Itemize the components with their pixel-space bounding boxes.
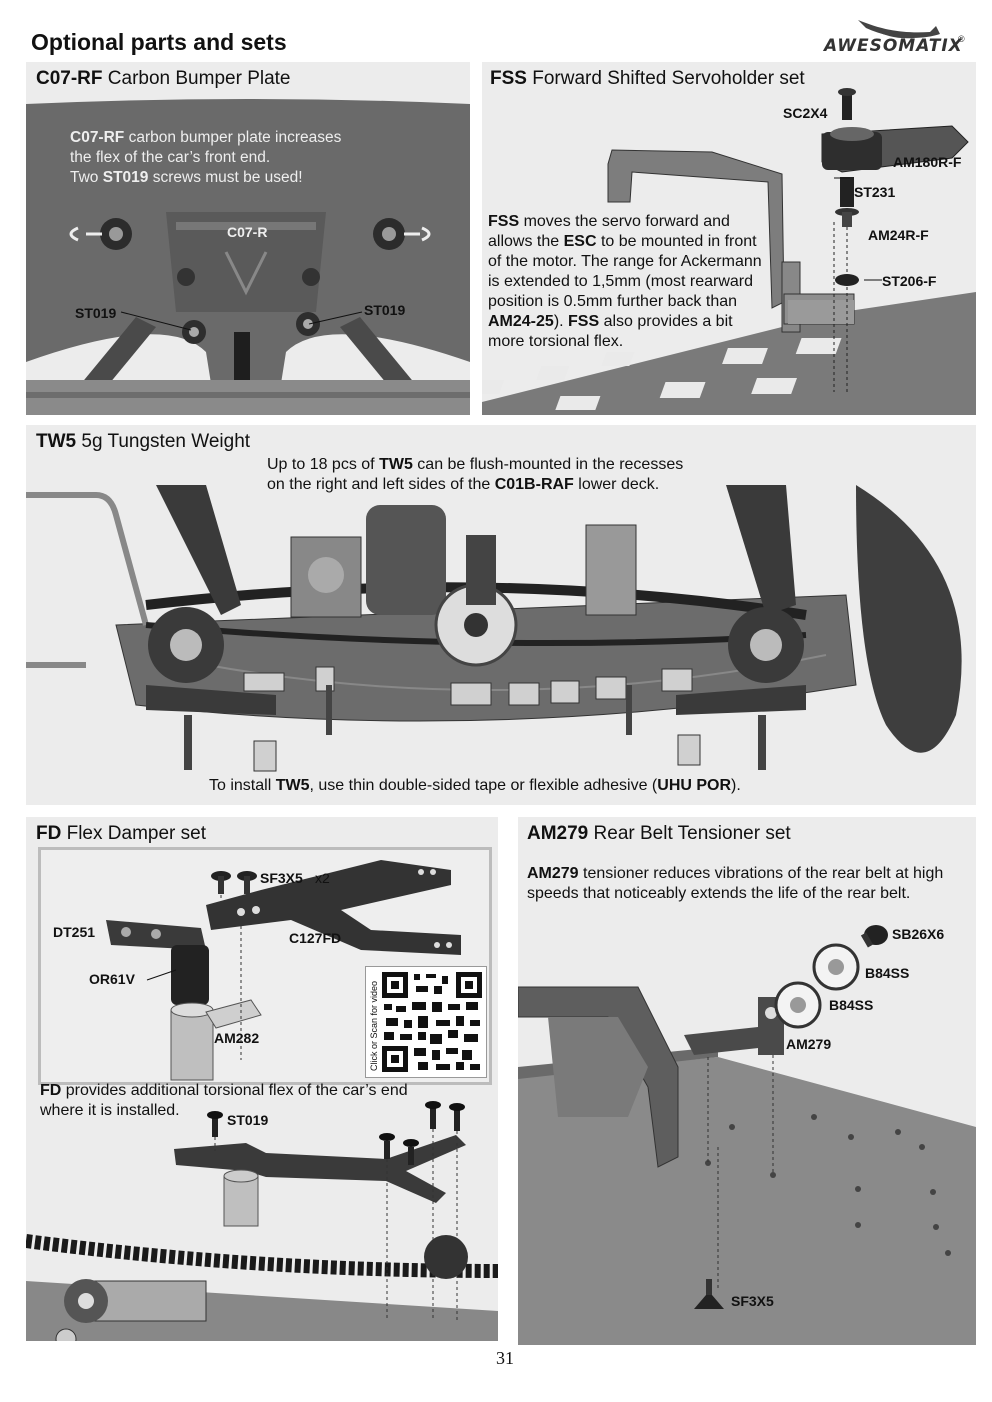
- part-label-b84ss-1: B84SS: [865, 965, 910, 981]
- bird-logo-icon: [858, 20, 940, 39]
- part-label-sc2x4: SC2X4: [783, 105, 828, 121]
- part-label-b84ss-2: B84SS: [829, 997, 874, 1013]
- panel-title: TW5 5g Tungsten Weight: [36, 431, 251, 452]
- page-title: Optional parts and sets: [31, 29, 287, 55]
- part-label-st231: ST231: [854, 184, 896, 200]
- part-label-c127fd: C127FD: [289, 930, 342, 946]
- part-label-am279: AM279: [786, 1036, 832, 1052]
- part-label-st019-right: ST019: [364, 302, 406, 318]
- panel-fss: FSS Forward Shifted Servoholder set: [482, 62, 976, 415]
- fss-description: FSS moves the servo forward and allows t…: [488, 213, 762, 350]
- qr-code-icon: [382, 972, 482, 1072]
- panel-title: FD Flex Damper set: [36, 823, 206, 844]
- fd-installed-illustration: [26, 1101, 498, 1341]
- part-label-am180r-f: AM180R-F: [893, 154, 962, 170]
- panel-title: FSS Forward Shifted Servoholder set: [490, 68, 805, 89]
- page-number: 31: [496, 1348, 514, 1368]
- part-label-am24r-f: AM24R-F: [868, 227, 929, 243]
- part-label-st019-left: ST019: [75, 305, 117, 321]
- fd-exploded-view: SF3X5 x2 DT251 C127FD OR61V AM282 Click …: [38, 847, 492, 1085]
- brand-registered-mark: ®: [958, 34, 965, 44]
- video-qr-code[interactable]: Click or Scan for video: [365, 966, 487, 1078]
- chassis-illustration: [26, 485, 962, 772]
- panel-c07rf: C07-RF Carbon Bumper Plate C07-RF carbon…: [26, 62, 470, 415]
- part-label-st019: ST019: [227, 1112, 269, 1128]
- bumper-plate-illustration: [26, 99, 470, 415]
- part-label-st206-f: ST206-F: [882, 273, 937, 289]
- part-label-sf3x5: SF3X5: [260, 870, 303, 886]
- panel-title: AM279 Rear Belt Tensioner set: [527, 823, 791, 844]
- part-label-am282: AM282: [214, 1030, 260, 1046]
- part-label-c07r: C07-R: [227, 224, 268, 240]
- belt-tensioner-illustration: [518, 925, 976, 1345]
- c07rf-description: C07-RF carbon bumper plate increases the…: [70, 129, 342, 186]
- part-label-or61v: OR61V: [89, 971, 135, 987]
- panel-am279: AM279 Rear Belt Tensioner set AM279 tens…: [518, 817, 976, 1345]
- am279-description: AM279 tensioner reduces vibrations of th…: [527, 865, 944, 902]
- servoholder-illustration: [482, 88, 976, 415]
- tw5-bottom-note: To install TW5, use thin double-sided ta…: [209, 777, 741, 794]
- part-qty-x2: x2: [315, 870, 330, 886]
- brand-name: AWESOMATIX: [824, 36, 963, 56]
- flex-damper-illustration: [106, 860, 461, 1081]
- part-label-dt251: DT251: [53, 924, 96, 940]
- fd-note: FD provides additional torsional flex of…: [40, 1082, 408, 1119]
- qr-caption: Click or Scan for video: [369, 980, 379, 1071]
- panel-tw5: TW5 5g Tungsten Weight: [26, 425, 976, 805]
- part-label-sb26x6: SB26X6: [892, 926, 945, 942]
- panel-fd: FD Flex Damper set SF3X5: [26, 817, 498, 1341]
- part-label-sf3x5: SF3X5: [731, 1293, 774, 1309]
- panel-title: C07-RF Carbon Bumper Plate: [36, 68, 291, 89]
- brand-logo: AWESOMATIX ®: [818, 14, 968, 60]
- tw5-top-note: Up to 18 pcs of TW5 can be flush-mounted…: [267, 456, 684, 493]
